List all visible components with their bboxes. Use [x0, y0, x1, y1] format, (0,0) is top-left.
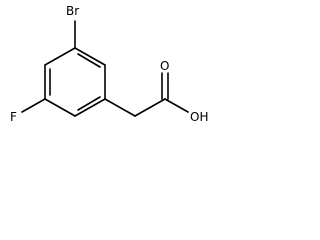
- ring-double-bond-inner-1: [77, 53, 101, 68]
- ring-bond-4: [44, 98, 76, 117]
- bond-ring-to-ch2: [104, 98, 136, 117]
- ring-bond-1: [74, 47, 106, 66]
- chemical-structure-diagram: Br F O OH: [10, 4, 208, 124]
- atom-label-o: O: [160, 59, 169, 73]
- bond-to-f: [21, 98, 46, 113]
- bond-carbonyl-to-oh: [164, 98, 189, 113]
- ring-double-bond-inner-2: [77, 96, 101, 111]
- bond-ch2-to-carbonyl: [134, 98, 166, 117]
- ring-bond-6: [44, 47, 76, 66]
- atom-label-f: F: [10, 110, 17, 124]
- atom-label-br: Br: [66, 4, 79, 18]
- ring-bond-3: [74, 98, 106, 117]
- atom-label-oh: OH: [190, 110, 208, 124]
- structure-canvas: Br F O OH: [0, 0, 234, 138]
